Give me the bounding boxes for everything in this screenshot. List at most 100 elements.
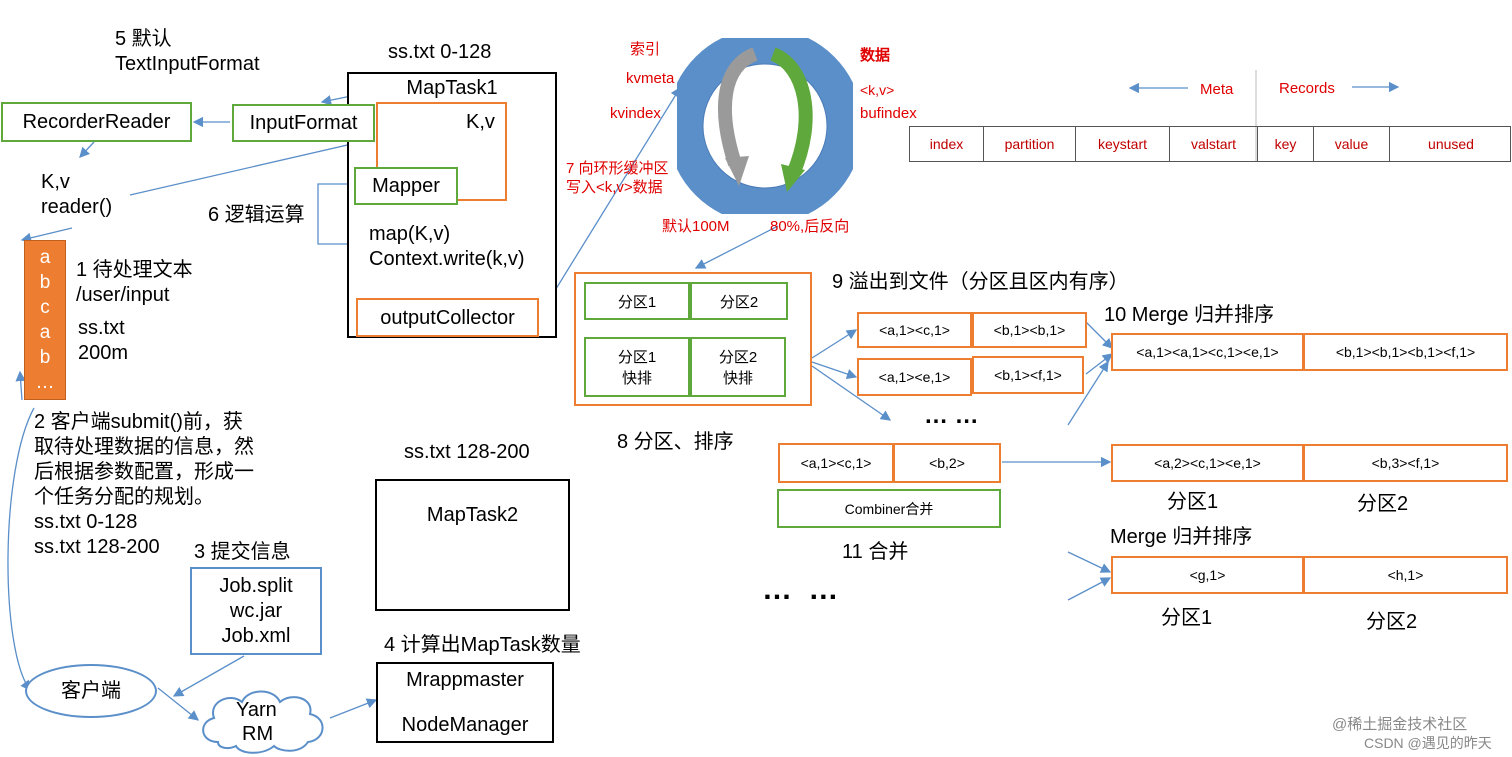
step9-label: 9 溢出到文件（分区且区内有序）	[832, 271, 1129, 293]
arrow-jobfiles-to-client	[172, 655, 245, 697]
combined-partition2: <b,3><f,1>	[1303, 444, 1508, 482]
final-label-partition1: 分区1	[1161, 607, 1213, 629]
recorder-reader-box: RecorderReader	[1, 102, 192, 142]
spill1-partition2: <b,1><b,1>	[972, 312, 1087, 348]
maptask2-ellipsis: … …	[762, 573, 843, 606]
arrow-to-input-bottom	[15, 370, 26, 401]
maptask1-box: MapTask1	[347, 72, 557, 338]
arrow-merge-3	[1067, 360, 1109, 426]
partition1-box: 分区1	[584, 282, 690, 320]
split2-label: ss.txt 128-200	[404, 441, 530, 463]
step5-format: TextInputFormat	[115, 53, 260, 75]
step2-line3: 后根据参数配置，形成一	[34, 461, 254, 483]
step1-path: /user/input	[76, 284, 170, 306]
meta-table-cell: key	[1258, 127, 1314, 161]
step2-line2: 取待处理数据的信息，然	[34, 436, 254, 458]
merge2-label: Merge 归并排序	[1110, 526, 1253, 548]
step1-title: 1 待处理文本	[76, 259, 193, 281]
meta-table-cell: partition	[984, 127, 1076, 161]
meta-label: Meta	[1200, 81, 1234, 98]
partition1-sort-method: 快排	[621, 370, 652, 387]
watermark-juejin: @稀土掘金技术社区	[1332, 716, 1468, 733]
ring-meta-arrow	[718, 47, 758, 167]
context-write: Context.write(k,v)	[369, 248, 525, 270]
ring-buffer-circle	[677, 38, 853, 214]
meta-table-cell: unused	[1428, 136, 1474, 152]
arrow-merge-1	[1085, 321, 1113, 349]
step2-line4: 个任务分配的规划。	[34, 486, 214, 508]
partition1-sort-label: 分区1	[617, 349, 657, 366]
ring-kvmeta: kvmeta	[626, 70, 675, 87]
step7-line1: 7 向环形缓冲区	[566, 160, 669, 177]
spill-ellipsis: … …	[924, 402, 979, 429]
spill2-partition1: <a,1><e,1>	[857, 358, 972, 396]
input-letter: c	[40, 296, 50, 318]
partition1-sort-box: 分区1 快排	[584, 337, 690, 397]
final-partition1: <g,1>	[1111, 556, 1304, 594]
merged-partition1: <a,1><a,1><c,1><e,1>	[1111, 333, 1304, 371]
maptask2-title: MapTask2	[426, 504, 519, 526]
ring-default-size: 默认100M	[662, 218, 730, 235]
spill1-partition1: <a,1><c,1>	[857, 312, 972, 348]
combined-label-partition2: 分区2	[1357, 493, 1409, 515]
yarn-label: Yarn	[236, 699, 277, 721]
kv-reader-kv: K,v	[41, 171, 70, 193]
ring-data-label: 数据	[860, 47, 891, 64]
records-label: Records	[1279, 80, 1335, 97]
partition2-sort-label: 分区2	[718, 349, 758, 366]
meta-table-cell: valstart	[1170, 127, 1258, 161]
ring-spill-percent: 80%,后反向	[770, 218, 850, 235]
map-call: map(K,v)	[369, 223, 451, 245]
input-letter: …	[35, 371, 55, 393]
meta-table-cell: value	[1314, 127, 1390, 161]
ring-data-arrow	[769, 47, 813, 177]
appmaster-box: Mrappmaster NodeManager	[376, 662, 554, 743]
arrow-spill-3	[811, 365, 892, 421]
maptask2-box: MapTask2	[375, 479, 570, 611]
partition2-sort-box: 分区2 快排	[690, 337, 786, 397]
ring-kvindex: kvindex	[610, 105, 661, 122]
step2-split2: ss.txt 128-200	[34, 536, 160, 558]
input-letter: b	[39, 346, 51, 368]
step6-label: 6 逻辑运算	[208, 204, 305, 226]
combine-partition1: <a,1><c,1>	[778, 443, 894, 483]
watermark-csdn: CSDN @遇见的昨天	[1364, 735, 1492, 751]
yarn-cloud-shape	[202, 690, 324, 754]
mrappmaster-label: Mrappmaster	[406, 669, 524, 691]
partition2-sort-method: 快排	[722, 370, 753, 387]
arrow-final-2	[1067, 577, 1112, 601]
arrow-yarn-to-master	[329, 698, 378, 719]
step11-label: 11 合并	[842, 541, 909, 563]
arrow-client-to-yarn	[157, 687, 200, 721]
yarn-rm-label: RM	[242, 723, 274, 745]
arrow-submit-to-client	[7, 407, 35, 692]
step1-file: ss.txt	[78, 317, 125, 339]
arrow-reader-to-kv	[79, 141, 95, 158]
merged-partition2: <b,1><b,1><b,1><f,1>	[1303, 333, 1508, 371]
arrow-final-1	[1067, 551, 1112, 573]
final-label-partition2: 分区2	[1366, 611, 1418, 633]
step2-line1: 2 客户端submit()前，获	[34, 411, 243, 433]
arrow-spill-2	[811, 361, 858, 379]
step3-label: 3 提交信息	[194, 541, 291, 563]
step5-label: 5 默认	[115, 28, 172, 50]
step2-split1: ss.txt 0-128	[34, 511, 138, 533]
input-letter: a	[39, 246, 51, 268]
arrow-collector-to-ring	[537, 86, 681, 319]
kv-top: K,v	[466, 111, 495, 133]
job-file: Job.split	[219, 574, 293, 597]
input-letter: a	[39, 321, 51, 343]
ring-index-label: 索引	[630, 41, 661, 58]
step10-label: 10 Merge 归并排序	[1104, 304, 1275, 326]
step1-size: 200m	[78, 342, 129, 364]
ring-buffer	[677, 38, 853, 214]
meta-table-cell: keystart	[1076, 127, 1170, 161]
combine-partition2: <b,2>	[893, 443, 1001, 483]
arrow-merge-2	[1085, 353, 1114, 375]
combined-label-partition1: 分区1	[1167, 491, 1219, 513]
split1-label: ss.txt 0-128	[388, 41, 492, 63]
